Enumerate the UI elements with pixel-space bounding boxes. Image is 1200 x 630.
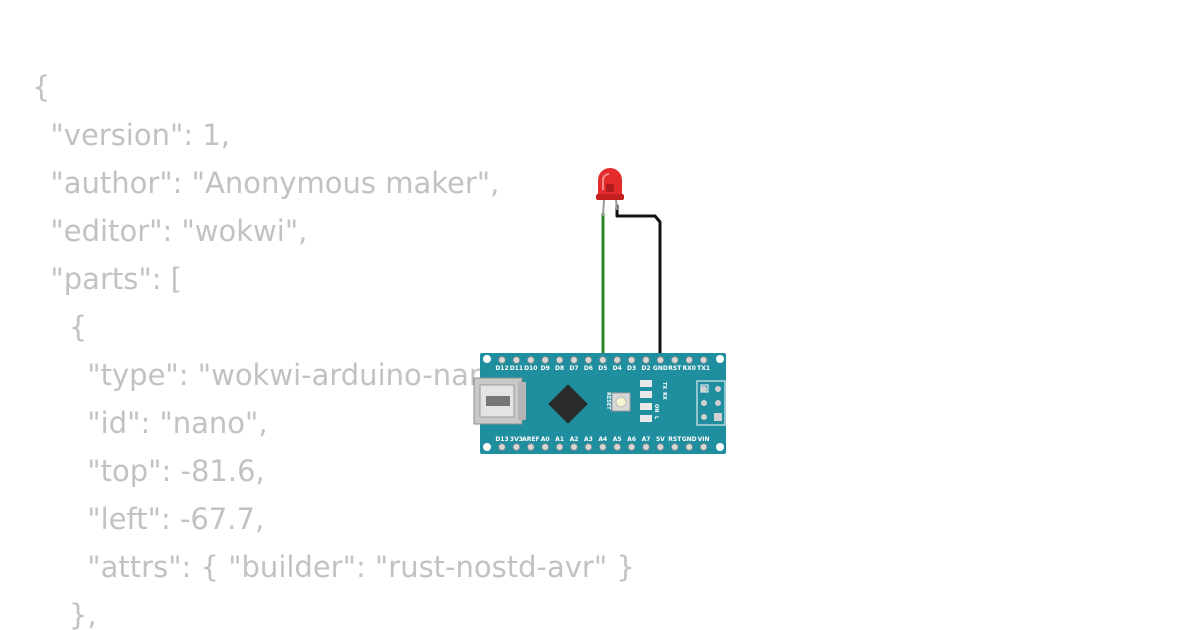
- status-leds: [640, 380, 652, 422]
- pin-pad[interactable]: [584, 443, 593, 451]
- pin-label: D4: [613, 365, 622, 372]
- pin-label: D13: [495, 436, 508, 443]
- pin-pad[interactable]: [599, 443, 607, 451]
- pin-pad[interactable]: [541, 356, 549, 364]
- pin-pad[interactable]: [699, 356, 708, 364]
- pin-label: D6: [584, 365, 593, 372]
- microcontroller-chip: [548, 384, 588, 424]
- code-line: "parts": [: [32, 262, 182, 296]
- pin-pad[interactable]: [627, 356, 636, 364]
- pin-pad[interactable]: [512, 356, 521, 364]
- led-rim: [596, 194, 624, 200]
- pin-pad[interactable]: [685, 356, 693, 364]
- pin-label: RST: [668, 365, 682, 372]
- code-line: "type": "wokwi-arduino-nano",: [32, 358, 528, 392]
- pin-pad[interactable]: [699, 443, 708, 451]
- pin-label: D11: [510, 365, 523, 372]
- pin-label: 5V: [656, 436, 665, 443]
- pin-label: D3: [627, 365, 636, 372]
- pin-label: VIN: [698, 436, 710, 443]
- pin-label: AREF: [522, 436, 539, 443]
- led-highlight: [602, 173, 610, 190]
- pin-pad[interactable]: [527, 443, 535, 451]
- led-label-rx: RX: [661, 392, 667, 400]
- pin-label: A5: [613, 436, 622, 443]
- red-led[interactable]: [596, 168, 624, 217]
- code-line: {: [32, 310, 88, 344]
- pin-label: A7: [642, 436, 651, 443]
- icsp-header: [696, 380, 726, 426]
- pin-pad[interactable]: [555, 356, 564, 364]
- pin-pad[interactable]: [627, 443, 636, 451]
- cathode-wire[interactable]: [615, 204, 662, 362]
- pin-label: GND: [653, 365, 668, 372]
- pin-pad[interactable]: [570, 443, 578, 451]
- pin-pad[interactable]: [656, 443, 665, 451]
- reset-button[interactable]: [611, 392, 631, 412]
- code-line: "author": "Anonymous maker",: [32, 166, 500, 200]
- pin-pad[interactable]: [599, 356, 607, 364]
- led-label-l: L: [653, 416, 659, 420]
- pin-pad[interactable]: [541, 443, 549, 451]
- pin-label: A1: [555, 436, 564, 443]
- pin-label: A4: [598, 436, 607, 443]
- mount-hole: [483, 443, 491, 451]
- pin-pad[interactable]: [656, 356, 665, 364]
- led-label-on: ON: [653, 404, 659, 412]
- pin-pad[interactable]: [613, 443, 621, 451]
- pin-label: D8: [555, 365, 564, 372]
- pin-label: TX1: [697, 365, 710, 372]
- mount-hole: [716, 443, 724, 451]
- pin-label: D2: [641, 365, 650, 372]
- code-line: "version": 1,: [32, 118, 230, 152]
- pin-label: D12: [495, 365, 508, 372]
- pin-label: GND: [682, 436, 697, 443]
- pin-label: A0: [541, 436, 550, 443]
- pin-label: D9: [541, 365, 550, 372]
- pin-pad[interactable]: [527, 356, 535, 364]
- mount-hole: [716, 355, 724, 363]
- code-line: "editor": "wokwi",: [32, 214, 308, 248]
- pin-pad[interactable]: [671, 443, 679, 451]
- nano-pcb: [480, 353, 726, 454]
- mount-hole: [483, 355, 491, 363]
- pin-pad[interactable]: [642, 443, 650, 451]
- code-line: "top": -81.6,: [32, 454, 265, 488]
- usb-connector: [473, 377, 526, 425]
- reset-label: RESET: [605, 392, 611, 410]
- pin-pad[interactable]: [613, 356, 621, 364]
- code-line: "id": "nano",: [32, 406, 268, 440]
- pin-pad[interactable]: [685, 443, 693, 451]
- pin-pad[interactable]: [642, 356, 650, 364]
- code-line: },: [32, 598, 97, 630]
- pin-pad[interactable]: [512, 443, 521, 451]
- led-die: [606, 184, 614, 192]
- pin-label: RX0: [682, 365, 695, 372]
- pin-pad[interactable]: [555, 443, 564, 451]
- pin-pad[interactable]: [570, 356, 578, 364]
- pin-pad[interactable]: [584, 356, 593, 364]
- led-label-tx: TX: [661, 382, 667, 389]
- led-lens: [598, 168, 622, 198]
- code-line: "left": -67.7,: [32, 502, 265, 536]
- pin-label: A6: [627, 436, 636, 443]
- pin-label: D5: [598, 365, 607, 372]
- pin-label: 3V3: [510, 436, 523, 443]
- code-line: "attrs": { "builder": "rust-nostd-avr" }: [32, 550, 635, 584]
- pin-label: RST: [668, 436, 682, 443]
- pin-pad[interactable]: [671, 356, 679, 364]
- pin-pad[interactable]: [498, 356, 506, 364]
- pin-pad[interactable]: [498, 443, 506, 451]
- pin-label: A2: [570, 436, 579, 443]
- pin-label: D10: [524, 365, 537, 372]
- code-line: {: [32, 70, 51, 104]
- pin-label: A3: [584, 436, 593, 443]
- pin-label: D7: [569, 365, 578, 372]
